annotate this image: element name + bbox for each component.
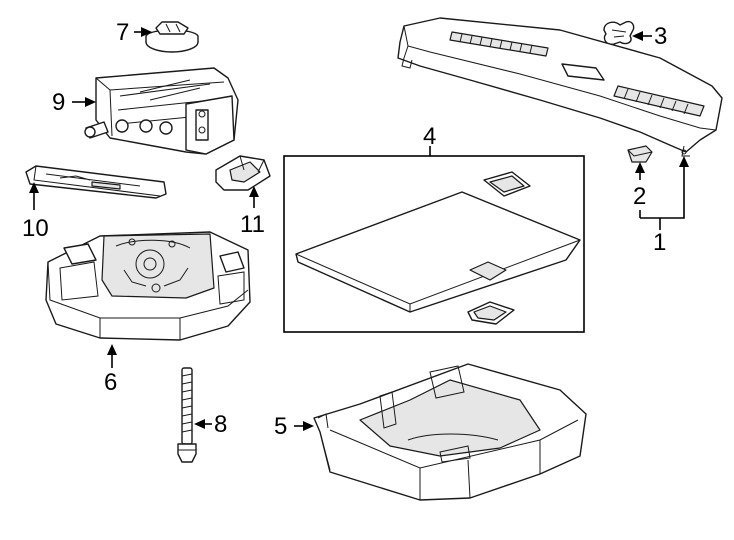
callout-8: 8 xyxy=(214,411,227,438)
part-4-floor-panel xyxy=(295,171,581,325)
callout-4: 4 xyxy=(423,123,436,150)
callout-3: 3 xyxy=(654,23,667,50)
leader-6 xyxy=(107,344,117,368)
leader-7 xyxy=(134,27,152,37)
callout-1: 1 xyxy=(653,229,666,256)
callout-6: 6 xyxy=(104,369,117,396)
callout-10: 10 xyxy=(22,215,49,242)
leader-10 xyxy=(29,182,39,210)
leader-3 xyxy=(632,31,652,41)
callout-11: 11 xyxy=(240,211,265,238)
part-11-bracket xyxy=(215,155,271,191)
part-1-trim-panel xyxy=(397,17,723,157)
part-4-frame xyxy=(283,155,585,333)
part-2-clip xyxy=(627,145,653,163)
part-8-bolt xyxy=(177,367,197,463)
leader-2 xyxy=(635,162,645,218)
leader-9 xyxy=(72,97,96,107)
callout-2: 2 xyxy=(633,183,646,210)
part-3-clip xyxy=(603,20,635,46)
callout-9: 9 xyxy=(52,89,65,116)
callout-5: 5 xyxy=(274,413,287,440)
part-9-jack xyxy=(84,67,239,155)
leader-1 xyxy=(640,156,689,230)
part-10-handle xyxy=(25,165,167,199)
leader-5 xyxy=(294,421,314,431)
leader-11 xyxy=(249,186,259,208)
part-5-storage-tray xyxy=(313,363,587,501)
leader-8 xyxy=(194,419,212,429)
callout-7: 7 xyxy=(116,19,129,46)
part-6-foam-tray xyxy=(45,231,251,341)
part-7-cap xyxy=(145,21,199,53)
